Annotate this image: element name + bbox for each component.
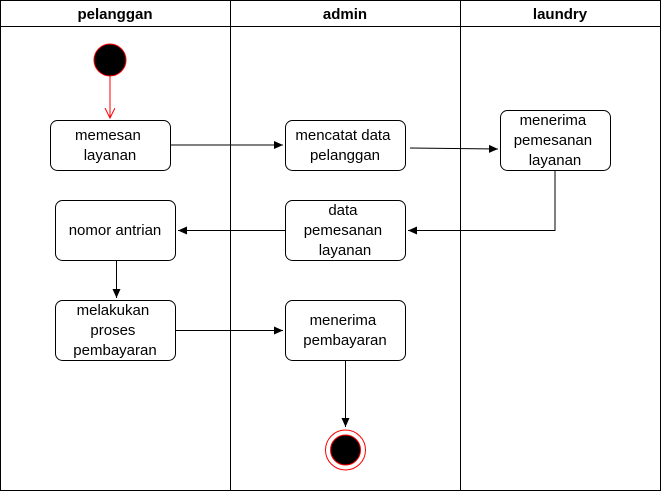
activity-nomor-antrian: nomor antrian xyxy=(55,200,176,261)
activity-label-line: memesan xyxy=(75,127,141,144)
start-node xyxy=(93,43,127,77)
activity-label-line: pembayaran xyxy=(303,332,386,349)
activity-label-line: pemesanan xyxy=(514,132,592,149)
end-node xyxy=(325,429,366,471)
activity-melakukan-proses-pembayaran: melakukan proses pembayaran xyxy=(55,300,176,361)
activity-data-pemesanan-layanan: data pemesanan layanan xyxy=(285,200,406,261)
activity-label-line: data xyxy=(328,202,358,219)
activity-memesan-layanan: memesan layanan xyxy=(50,120,171,171)
activity-label-line: layanan xyxy=(319,242,372,259)
flow-arrow-menerima-to-data xyxy=(408,170,556,235)
svg-text:melakukan proses p: melakukan proses pembayaran xyxy=(73,302,156,359)
lane-title-pelanggan: pelanggan xyxy=(77,6,152,23)
activity-mencatat-data-pelanggan: mencatat data pelanggan xyxy=(285,120,406,171)
activity-label-line: menerima xyxy=(520,112,587,129)
svg-text:nomor antrian: nomor antrian xyxy=(69,222,162,239)
activity-menerima-pembayaran: menerima pembayaran xyxy=(285,300,406,361)
lane-title-admin: admin xyxy=(323,6,367,23)
activity-label-line: menerima xyxy=(310,312,377,329)
activity-label-line: nomor antrian xyxy=(69,222,162,239)
svg-text:menerima pembayaran: menerima pembayaran xyxy=(303,312,386,349)
activity-label-line: melakukan xyxy=(77,302,150,319)
activity-label-line: layanan xyxy=(529,152,582,169)
svg-text:menerima pemesanan: menerima pemesanan layanan xyxy=(514,112,597,169)
activity-menerima-pemesanan-layanan: menerima pemesanan layanan xyxy=(500,110,611,171)
activity-label-line: layanan xyxy=(84,147,137,164)
activity-label-line: pembayaran xyxy=(73,342,156,359)
activity-label-line: proses xyxy=(90,322,135,339)
svg-text:data pemesanan lay: data pemesanan layanan xyxy=(304,202,387,259)
svg-text:memesan layanan: memesan layanan xyxy=(75,127,145,164)
lane-title-laundry: laundry xyxy=(533,6,588,23)
activity-label-line: pelanggan xyxy=(310,147,380,164)
svg-text:mencatat data pelanggan: mencatat data pelanggan xyxy=(295,127,394,164)
activity-label-line: mencatat data xyxy=(295,127,391,144)
activity-label-line: pemesanan xyxy=(304,222,382,239)
flow-arrow-mencatat-to-menerima xyxy=(409,144,499,153)
